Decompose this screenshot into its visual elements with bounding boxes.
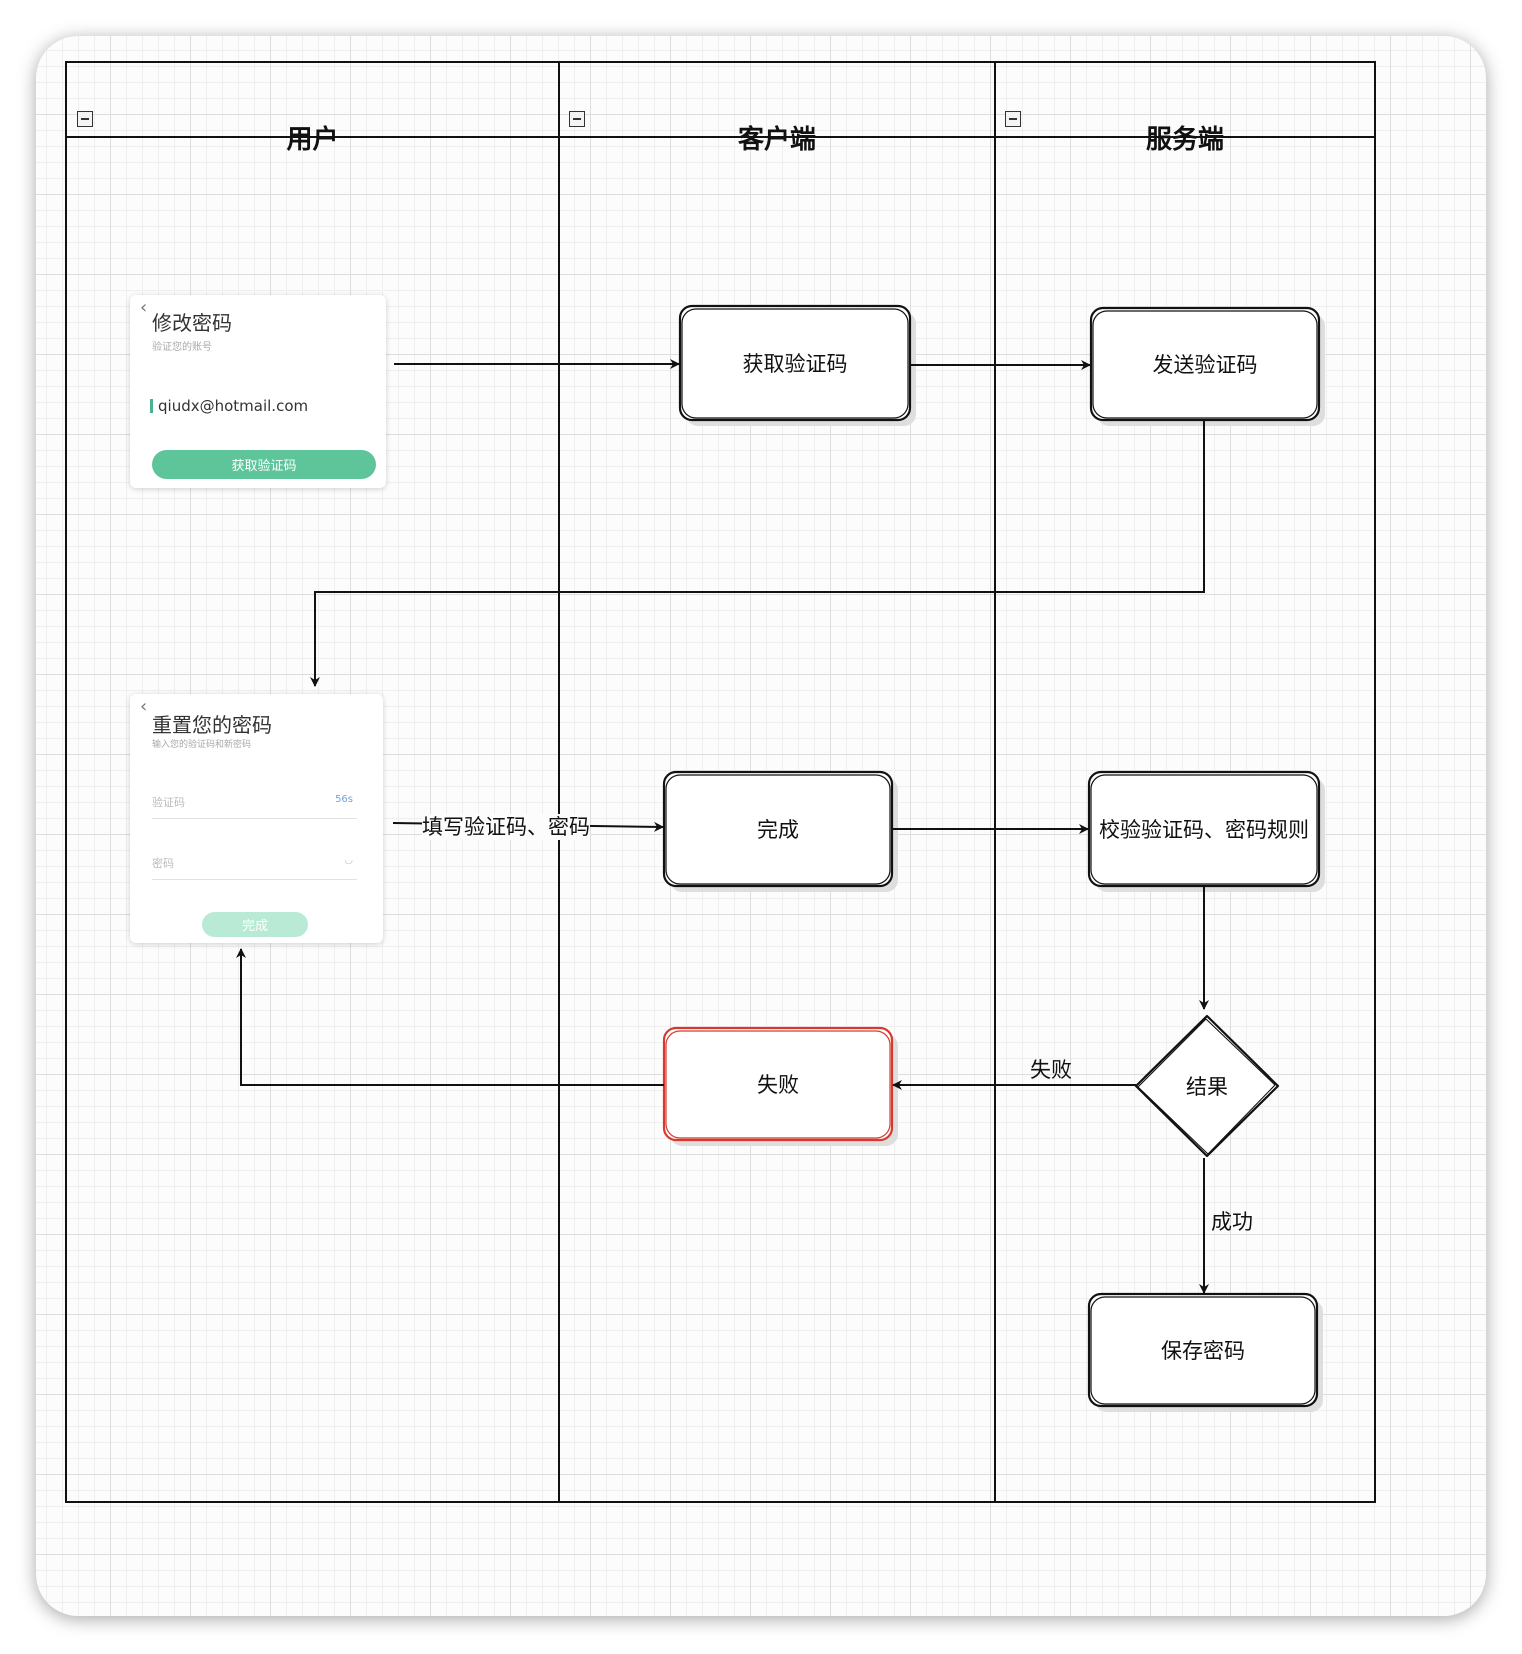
node-result-diamond[interactable]: [1134, 1014, 1280, 1158]
lane-collapse-icon[interactable]: [77, 111, 93, 127]
node-fail-label: 失败: [757, 1073, 799, 1097]
node-save-label: 保存密码: [1161, 1339, 1245, 1363]
flowchart-svg: [65, 61, 1376, 1503]
lane-collapse-icon[interactable]: [569, 111, 585, 127]
edge-label-success: 成功: [1211, 1210, 1253, 1234]
back-icon[interactable]: ‹: [140, 696, 148, 717]
card-title: 重置您的密码: [152, 713, 272, 737]
card-title: 修改密码: [152, 311, 232, 335]
lane-title-client: 客户端: [737, 125, 816, 155]
lane-title-user: 用户: [286, 125, 339, 155]
complete-button[interactable]: 完成: [202, 912, 308, 937]
node-complete-label: 完成: [757, 818, 799, 842]
code-input[interactable]: 验证码 56s: [152, 794, 357, 819]
edge-label-fill-code: 填写验证码、密码: [422, 814, 590, 840]
node-verify-box[interactable]: [1087, 770, 1325, 892]
edge-label-fail: 失败: [1030, 1058, 1072, 1082]
email-field[interactable]: qiudx@hotmail.com: [150, 397, 308, 415]
diagram-canvas: 用户 客户端 服务端 获取验证码 发送验证码 完成 校验验证码、密码规则 结果 …: [36, 36, 1486, 1616]
node-result-label: 结果: [1186, 1075, 1228, 1099]
edge-fail-to-card2: [236, 948, 664, 1086]
email-value: qiudx@hotmail.com: [158, 397, 309, 415]
password-input[interactable]: 密码 ◡: [152, 855, 357, 880]
lane-title-server: 服务端: [1145, 125, 1224, 155]
node-verify-label: 校验验证码、密码规则: [1099, 818, 1309, 842]
edge-send-code-to-card2: [310, 420, 1205, 687]
countdown-timer: 56s: [335, 794, 353, 805]
node-send-code-box[interactable]: [1089, 306, 1325, 426]
node-complete-box[interactable]: [662, 770, 898, 892]
node-save-box[interactable]: [1087, 1292, 1323, 1412]
swimlane-frame: [65, 61, 1376, 1503]
password-placeholder: 密码: [152, 857, 174, 870]
change-password-card: ‹ 修改密码 验证您的账号 qiudx@hotmail.com 获取验证码: [130, 295, 386, 488]
text-cursor: [150, 399, 153, 413]
back-icon[interactable]: ‹: [140, 297, 148, 318]
node-get-code-box[interactable]: [678, 304, 916, 426]
reset-password-card: ‹ 重置您的密码 输入您的验证码和新密码 验证码 56s 密码 ◡ 完成: [130, 694, 383, 943]
node-send-code-label: 发送验证码: [1152, 353, 1258, 377]
eye-closed-icon[interactable]: ◡: [344, 855, 353, 866]
card-subtitle: 输入您的验证码和新密码: [152, 740, 252, 750]
node-fail-box[interactable]: [662, 1026, 898, 1146]
code-placeholder: 验证码: [152, 796, 185, 809]
lane-collapse-icon[interactable]: [1005, 111, 1021, 127]
get-code-button[interactable]: 获取验证码: [152, 450, 376, 479]
card-subtitle: 验证您的账号: [152, 342, 212, 353]
node-get-code-label: 获取验证码: [742, 352, 848, 376]
